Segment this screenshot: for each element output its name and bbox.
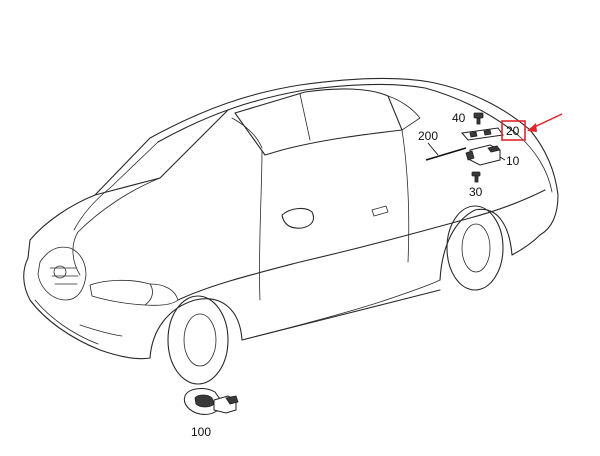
bolt-icon xyxy=(473,112,484,125)
callout-100: 100 xyxy=(191,425,211,439)
highlight-arrow xyxy=(527,113,563,132)
leader-10 xyxy=(499,156,506,161)
tire-pressure-sensor-icon xyxy=(183,388,239,415)
cable-icon xyxy=(425,147,467,161)
callout-40: 40 xyxy=(452,111,466,125)
callout-10: 10 xyxy=(506,154,520,168)
leader-200 xyxy=(427,142,439,156)
sensor-module-icon xyxy=(465,144,501,166)
callout-30: 30 xyxy=(469,185,483,199)
mounting-bracket-icon xyxy=(461,127,504,141)
callout-200: 200 xyxy=(418,129,438,143)
screw-icon xyxy=(471,171,481,183)
callout-20: 20 xyxy=(506,124,520,138)
highlight-box xyxy=(501,120,526,141)
